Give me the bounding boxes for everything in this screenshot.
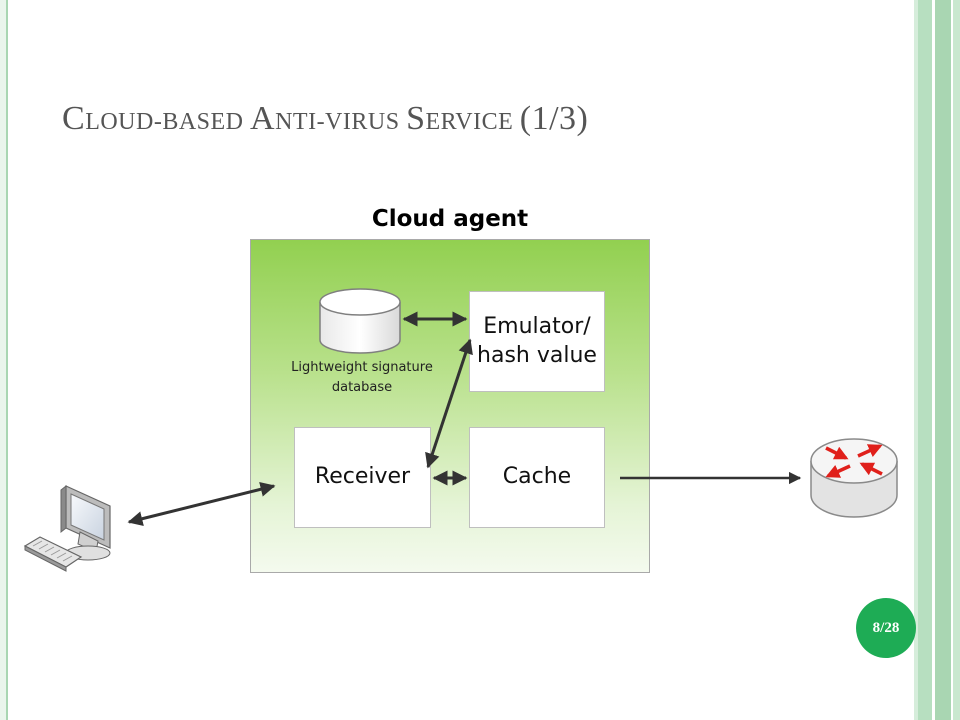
left-border-decoration bbox=[0, 0, 8, 720]
database-label: Lightweight signature database bbox=[282, 358, 442, 397]
title-part: S bbox=[406, 100, 426, 137]
title-part: NTI-VIRUS bbox=[275, 109, 407, 135]
title-part: A bbox=[250, 100, 276, 137]
cache-label: Cache bbox=[502, 464, 572, 490]
cache-box: Cache bbox=[469, 427, 605, 528]
database-label-line2: database bbox=[331, 379, 393, 395]
title-part: LOUD-BASED bbox=[85, 109, 251, 135]
keyboard-icon bbox=[23, 536, 83, 572]
title-part: (1/3) bbox=[519, 100, 589, 137]
emulator-label-line2: hash value bbox=[477, 342, 597, 368]
emulator-label-line1: Emulator/ bbox=[483, 313, 591, 339]
client-receiver-arrow bbox=[127, 481, 276, 527]
receiver-label: Receiver bbox=[314, 464, 411, 490]
router-icon bbox=[810, 438, 898, 518]
database-icon bbox=[319, 288, 401, 354]
receiver-emulator-arrow bbox=[425, 338, 473, 469]
title-part: ERVICE bbox=[425, 109, 520, 135]
cloud-agent-title: Cloud agent bbox=[371, 206, 529, 232]
page-title: CLOUD-BASED ANTI-VIRUS SERVICE (1/3) bbox=[62, 100, 588, 138]
title-part: C bbox=[62, 100, 86, 137]
database-label-line1: Lightweight signature bbox=[291, 360, 433, 375]
computer-icon bbox=[60, 484, 111, 561]
receiver-box: Receiver bbox=[294, 427, 431, 528]
page-number-badge: 8/28 bbox=[856, 598, 916, 658]
emulator-box: Emulator/ hash value bbox=[469, 291, 605, 392]
right-border-decoration bbox=[914, 0, 960, 720]
